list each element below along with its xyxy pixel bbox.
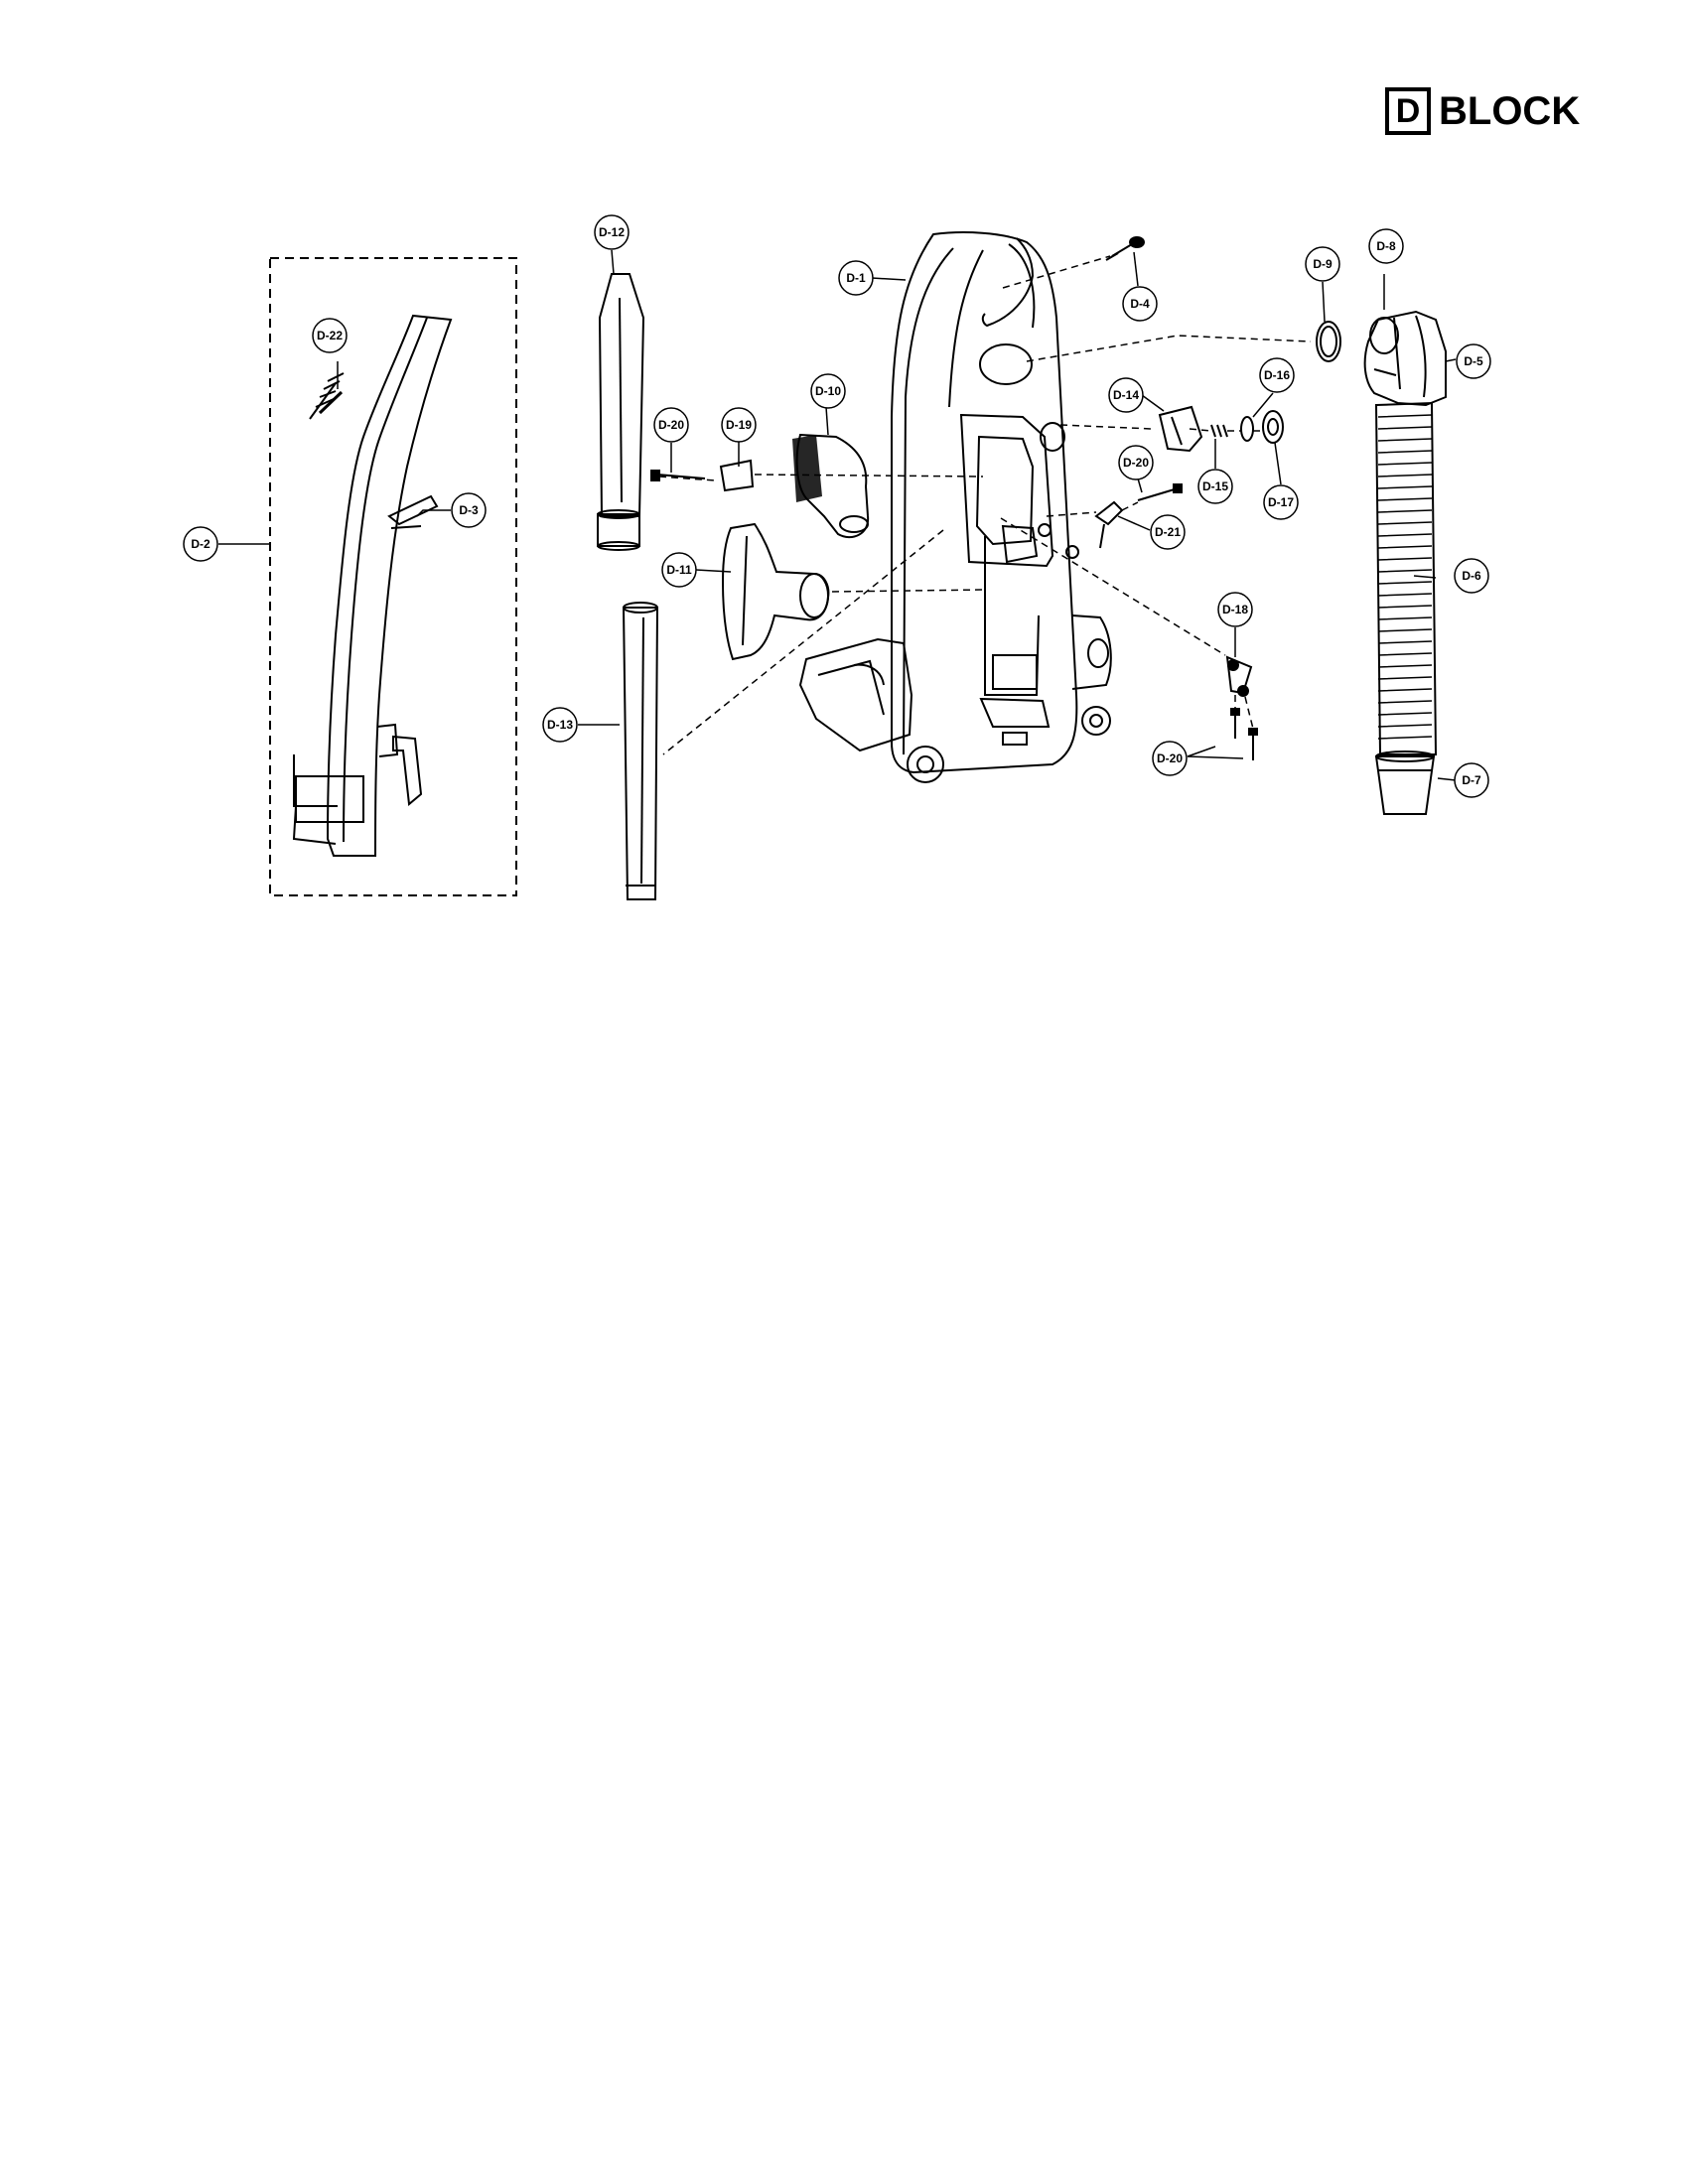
clip-part	[719, 459, 755, 492]
hose-end-part	[1374, 751, 1436, 815]
callout-d1: D-1	[838, 260, 874, 296]
bolt-part	[1105, 236, 1145, 261]
vacuum-body-part	[798, 231, 1112, 783]
callout-d2-text: D-2	[191, 537, 210, 551]
callout-d9-text: D-9	[1313, 257, 1333, 271]
callout-d1-text: D-1	[846, 271, 866, 285]
handle-part	[292, 314, 453, 857]
callout-d17: D-17	[1263, 484, 1299, 520]
callout-d11: D-11	[661, 552, 697, 588]
callout-d14-text: D-14	[1113, 388, 1139, 402]
callout-d8: D-8	[1368, 228, 1404, 264]
dusting-brush-part	[792, 433, 870, 539]
callout-d19-text: D-19	[726, 418, 752, 432]
callout-labels: D-1 D-2 D-3 D-4 D-5 D-6 D-7 D-8 D-9 D-10…	[183, 214, 1491, 798]
callout-d21: D-21	[1150, 514, 1186, 550]
callout-d20-bottom-text: D-20	[1157, 751, 1183, 765]
block-letter: D	[1395, 92, 1421, 130]
callout-d15: D-15	[1197, 469, 1233, 504]
ring-part	[1316, 321, 1341, 362]
coupling-part	[1158, 405, 1203, 453]
callout-d10-text: D-10	[815, 384, 841, 398]
cap-part	[1262, 410, 1284, 444]
callout-d16: D-16	[1259, 357, 1295, 393]
screw-part-left	[650, 470, 706, 481]
block-title: D BLOCK	[1385, 87, 1580, 135]
hook-part	[1094, 500, 1124, 549]
spring-part	[1210, 424, 1228, 438]
callout-d17-text: D-17	[1268, 495, 1294, 509]
callout-d22: D-22	[312, 318, 348, 353]
extension-wand-part	[622, 602, 659, 900]
callout-d21-text: D-21	[1155, 525, 1181, 539]
callout-d13-text: D-13	[547, 718, 573, 732]
block-word: BLOCK	[1439, 88, 1581, 133]
callout-d20-left-text: D-20	[658, 418, 684, 432]
callout-d18: D-18	[1217, 592, 1253, 627]
callout-d3-text: D-3	[459, 503, 479, 517]
callout-d5-text: D-5	[1464, 354, 1483, 368]
assembly-lines	[658, 255, 1312, 755]
callout-d20-right-text: D-20	[1123, 456, 1149, 470]
callout-d10: D-10	[810, 373, 846, 409]
callout-d4-text: D-4	[1130, 297, 1150, 311]
screw-part-bottom	[1230, 708, 1258, 760]
hose-cuff-part	[1363, 310, 1447, 407]
callout-d13: D-13	[542, 707, 578, 743]
upholstery-tool-part	[721, 522, 830, 661]
callout-d20-right: D-20	[1118, 445, 1154, 480]
callout-d6: D-6	[1454, 558, 1489, 594]
callout-d3: D-3	[451, 492, 487, 528]
block-letter-box: D	[1385, 87, 1431, 135]
callout-d4: D-4	[1122, 286, 1158, 322]
callout-d7-text: D-7	[1462, 773, 1481, 787]
callout-d8-text: D-8	[1376, 239, 1396, 253]
callout-d19: D-19	[721, 407, 757, 443]
latch-part	[1225, 655, 1253, 697]
callout-d11-text: D-11	[666, 563, 692, 577]
callout-d14: D-14	[1108, 377, 1144, 413]
callout-d15-text: D-15	[1202, 479, 1228, 493]
leader-lines	[218, 249, 1457, 781]
crevice-tool-part	[597, 273, 645, 551]
callout-d20-bottom: D-20	[1152, 741, 1188, 776]
callout-d12: D-12	[594, 214, 630, 250]
callout-d20-left: D-20	[653, 407, 689, 443]
callout-d6-text: D-6	[1462, 569, 1481, 583]
callout-d16-text: D-16	[1264, 368, 1290, 382]
d2-enclosure	[269, 257, 517, 896]
hose-part	[1374, 401, 1438, 755]
callout-d5: D-5	[1456, 343, 1491, 379]
screw-part-right	[1137, 483, 1183, 501]
strap-part	[309, 372, 345, 420]
callout-d9: D-9	[1305, 246, 1340, 282]
callout-d22-text: D-22	[317, 329, 343, 342]
callout-d18-text: D-18	[1222, 603, 1248, 616]
callout-d12-text: D-12	[599, 225, 625, 239]
washer-part	[1240, 416, 1254, 442]
callout-d7: D-7	[1454, 762, 1489, 798]
callout-d2: D-2	[183, 526, 218, 562]
